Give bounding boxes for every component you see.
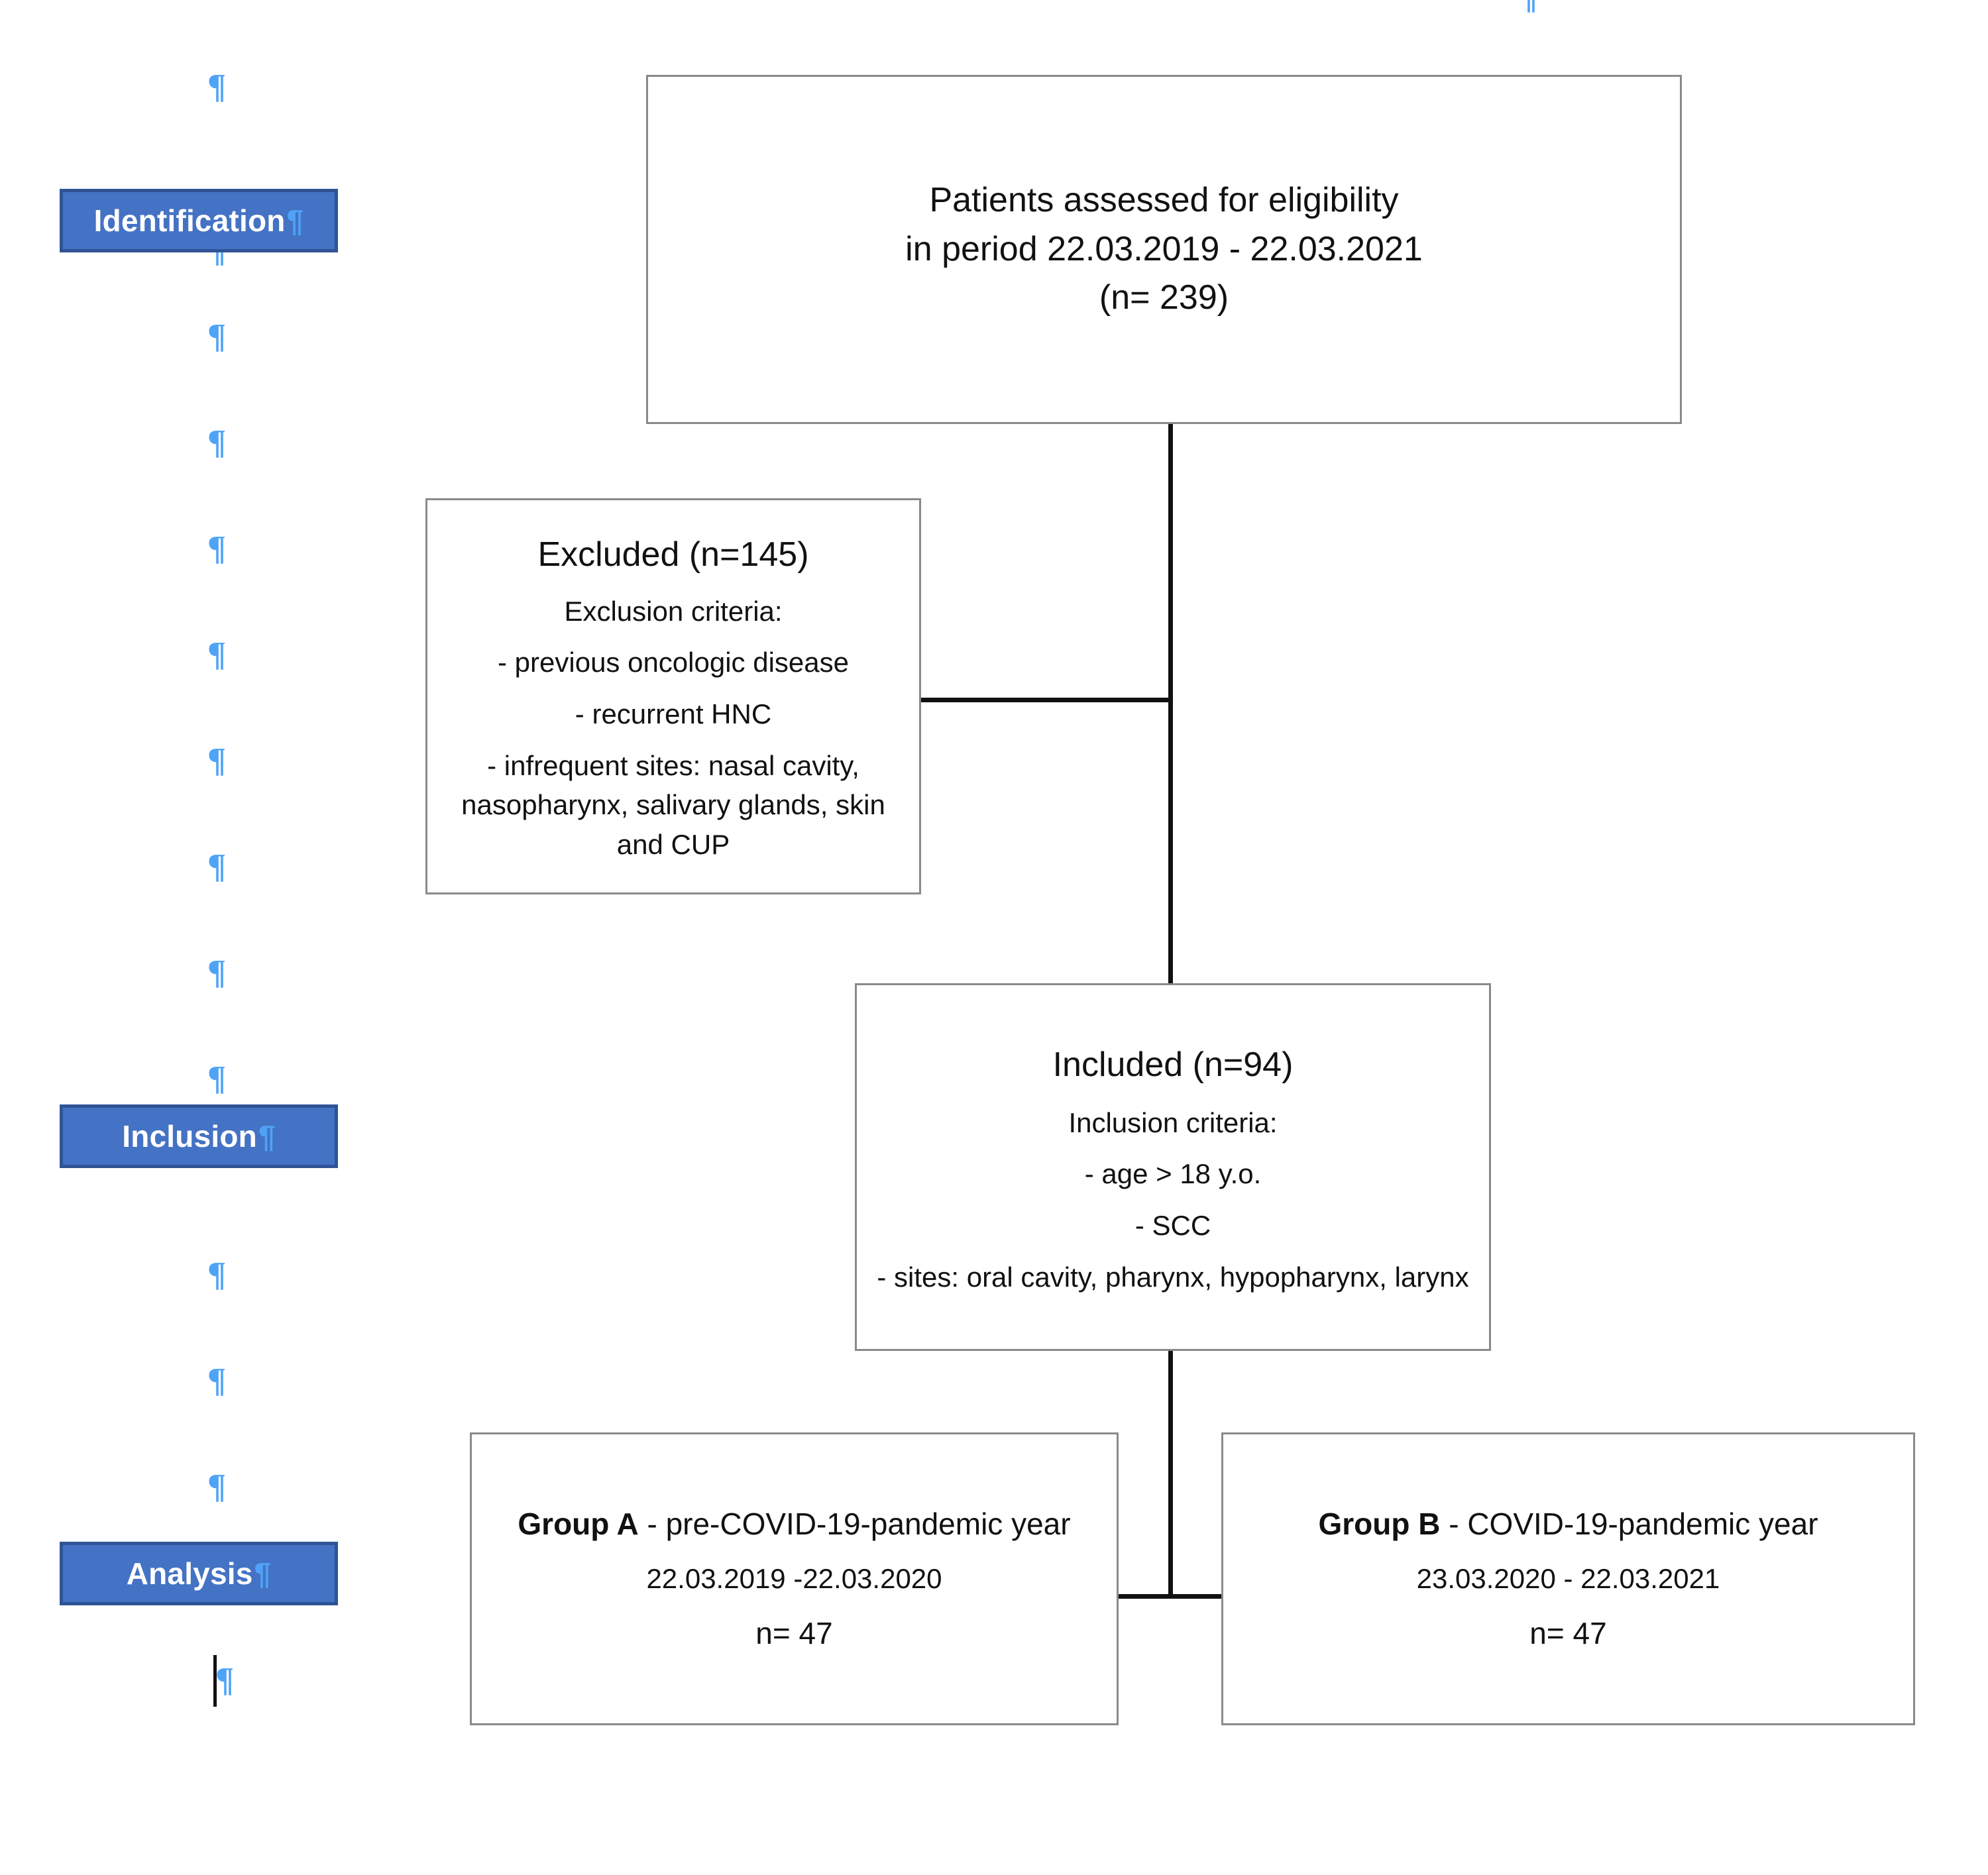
- eligibility-line-1: Patients assessed for eligibility: [929, 180, 1399, 219]
- stage-label-text: Inclusion: [122, 1119, 257, 1153]
- box-group-b: Group B - COVID-19-pandemic year 23.03.2…: [1221, 1432, 1915, 1725]
- stage-label-inclusion: Inclusion¶: [60, 1104, 338, 1168]
- group-b-period: 23.03.2020 - 22.03.2021: [1416, 1563, 1720, 1595]
- eligibility-line-2: in period 22.03.2019 - 22.03.2021: [905, 229, 1423, 268]
- excluded-criterion: - previous oncologic disease: [498, 647, 849, 678]
- paragraph-mark-icon: ¶: [207, 635, 227, 673]
- paragraph-mark-icon: ¶: [286, 203, 304, 238]
- paragraph-mark-icon: ¶: [254, 1556, 272, 1591]
- paragraph-mark-icon: ¶: [207, 1059, 227, 1097]
- included-criterion: - age > 18 y.o.: [1084, 1158, 1262, 1190]
- paragraph-mark-icon: ¶: [207, 1256, 227, 1293]
- connector-branch-to-excluded: [920, 698, 1173, 702]
- stage-label-analysis: Analysis¶: [60, 1542, 338, 1605]
- text-cursor-caret: [213, 1655, 217, 1707]
- box-excluded: Excluded (n=145) Exclusion criteria: - p…: [425, 498, 921, 894]
- group-a-title: Group A - pre-COVID-19-pandemic year: [518, 1503, 1070, 1546]
- paragraph-mark-icon: ¶: [207, 741, 227, 779]
- paragraph-mark-icon: ¶: [1519, 0, 1537, 15]
- group-a-period: 22.03.2019 -22.03.2020: [646, 1563, 942, 1595]
- group-b-title-rest: - COVID-19-pandemic year: [1440, 1506, 1818, 1541]
- excluded-subheading: Exclusion criteria:: [564, 595, 783, 627]
- connector-groups-bridge: [1119, 1594, 1221, 1599]
- included-criterion: - SCC: [1134, 1210, 1211, 1242]
- excluded-heading: Excluded (n=145): [537, 535, 809, 574]
- paragraph-mark-icon: ¶: [215, 1661, 235, 1699]
- box-included: Included (n=94) Inclusion criteria: - ag…: [855, 983, 1491, 1351]
- included-heading: Included (n=94): [1052, 1045, 1294, 1084]
- paragraph-mark-icon: ¶: [207, 1468, 227, 1505]
- paragraph-mark-icon: ¶: [207, 529, 227, 567]
- excluded-criterion: - infrequent sites: nasal cavity, nasoph…: [461, 749, 885, 860]
- group-a-title-rest: - pre-COVID-19-pandemic year: [638, 1506, 1071, 1541]
- included-subheading: Inclusion criteria:: [1068, 1106, 1278, 1138]
- paragraph-mark-icon: ¶: [207, 953, 227, 991]
- group-a-count: n= 47: [755, 1615, 833, 1650]
- group-b-title-bold: Group B: [1318, 1506, 1441, 1541]
- group-b-count: n= 47: [1529, 1615, 1607, 1650]
- paragraph-mark-icon: ¶: [207, 847, 227, 885]
- box-group-a: Group A - pre-COVID-19-pandemic year 22.…: [470, 1432, 1119, 1725]
- stage-label-text: Analysis: [126, 1556, 253, 1591]
- paragraph-mark-icon: ¶: [207, 68, 227, 105]
- excluded-criterion: - recurrent HNC: [575, 698, 772, 730]
- connector-included-to-groups: [1168, 1350, 1173, 1599]
- group-a-title-bold: Group A: [518, 1506, 639, 1541]
- stage-label-text: Identification: [93, 203, 286, 238]
- connector-eligibility-to-included: [1168, 424, 1173, 987]
- paragraph-mark-icon: ¶: [207, 423, 227, 461]
- paragraph-mark-icon: ¶: [258, 1119, 276, 1153]
- eligibility-line-3: (n= 239): [1099, 278, 1229, 317]
- group-b-title: Group B - COVID-19-pandemic year: [1318, 1503, 1818, 1546]
- included-criterion: - sites: oral cavity, pharynx, hypophary…: [877, 1261, 1469, 1293]
- stage-label-identification: Identification¶: [60, 189, 338, 252]
- box-eligibility: Patients assessed for eligibility in per…: [646, 75, 1682, 424]
- paragraph-mark-icon: ¶: [207, 317, 227, 355]
- paragraph-mark-icon: ¶: [207, 1362, 227, 1399]
